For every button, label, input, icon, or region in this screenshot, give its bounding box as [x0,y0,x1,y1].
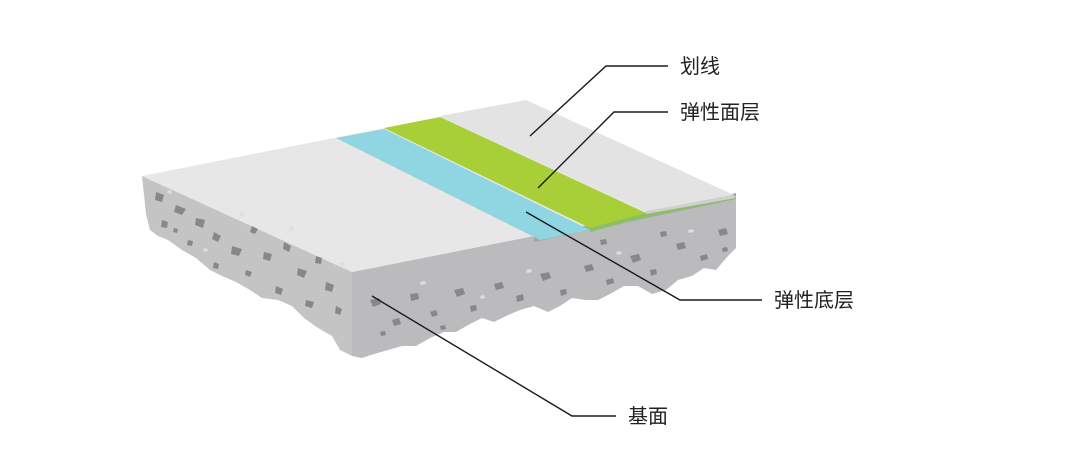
label-elastic-base-layer: 弹性底层 [774,288,854,312]
leader-line-base-layer [525,211,762,301]
substrate-left-face [142,176,352,356]
label-marking-line: 划线 [680,54,720,78]
label-substrate: 基面 [628,404,668,428]
leader-line-top-layer [537,111,668,189]
elastic-top-layer-shape [384,117,646,228]
aggregate-highlights [167,190,694,299]
label-elastic-top-layer: 弹性面层 [680,100,760,124]
marking-line-shape [440,100,734,211]
marking-line-edge [646,195,736,214]
aggregate-texture [155,192,728,336]
leader-line-marking [529,65,668,137]
leader-line-substrate [371,295,616,417]
